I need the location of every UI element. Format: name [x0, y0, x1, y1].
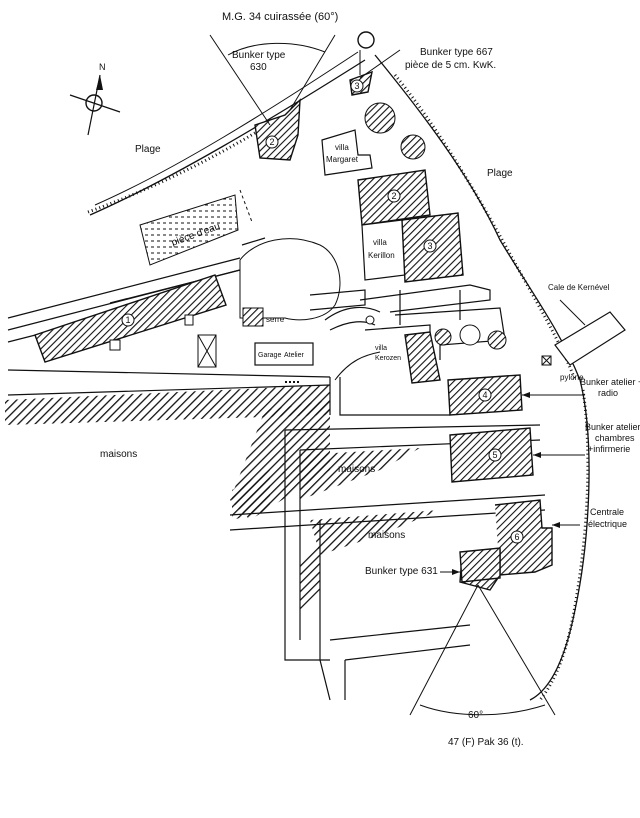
villa-kerozen-building — [404, 331, 441, 384]
svg-text:1: 1 — [125, 315, 130, 325]
piece-deau-garden — [139, 194, 239, 266]
bunker-667-label-2: pièce de 5 cm. KwK. — [405, 60, 496, 71]
villa-kerillon-label-1: villa — [373, 238, 387, 247]
svg-text:3: 3 — [354, 81, 359, 91]
marker-2a: 2 — [265, 135, 279, 149]
bunker-667-label-1: Bunker type 667 — [420, 47, 493, 58]
villa-margaret-label-1: villa — [335, 143, 349, 152]
houses-hatching — [5, 385, 440, 610]
bunker-chambres-label-2: chambres — [595, 433, 635, 443]
maisons-mid2-label: maisons — [368, 530, 405, 541]
svg-text:4: 4 — [482, 390, 487, 400]
driveway — [324, 306, 381, 331]
page-title: M.G. 34 cuirassée (60°) — [222, 11, 338, 23]
bunker-chambres-label-1: Bunker atelier — [585, 422, 640, 432]
plage-left-label: Plage — [135, 144, 161, 155]
marker-3a: 3 — [350, 79, 364, 93]
villa-kerillon-label-2: Kerillon — [368, 251, 395, 260]
serre-label: serre — [266, 315, 285, 324]
garage-atelier-building — [254, 342, 314, 366]
bunker-radio-label-1: Bunker atelier + — [580, 377, 640, 387]
angle-60-label: 60° — [468, 710, 483, 721]
marker-5: 5 — [488, 448, 502, 462]
bunker-630 — [254, 98, 301, 161]
marker-4: 4 — [478, 388, 492, 402]
maisons-mid1-label: maisons — [338, 464, 375, 475]
serre-building — [242, 307, 264, 327]
bunker-radio-label-2: radio — [598, 388, 618, 398]
svg-text:3: 3 — [427, 241, 432, 251]
park-area — [239, 238, 341, 321]
villa-kerozen-label-1: villa — [375, 345, 387, 352]
centrale-label-2: électrique — [588, 519, 627, 529]
shoreline — [87, 51, 590, 701]
bunker-631 — [459, 547, 501, 583]
marker-1: 1 — [121, 313, 135, 327]
svg-text:N: N — [99, 62, 106, 72]
centrale-label-1: Centrale — [590, 507, 624, 517]
villa-margaret-label-2: Margaret — [326, 155, 359, 164]
marker-2b: 2 — [387, 189, 401, 203]
cale-label: Cale de Kernével — [548, 283, 610, 292]
pylone — [541, 355, 552, 366]
svg-text:2: 2 — [269, 137, 274, 147]
villa-margaret — [321, 129, 373, 176]
svg-text:2: 2 — [391, 191, 396, 201]
villa-kerillon — [361, 219, 406, 281]
svg-text:5: 5 — [492, 450, 497, 460]
pylone-label: pylone — [560, 373, 584, 382]
garage-label: Garage — [258, 352, 281, 359]
cale-kernevel — [554, 311, 626, 366]
bunker-630-label-1: Bunker type — [232, 50, 286, 61]
atelier-label: Atelier — [284, 352, 305, 359]
shed-x — [197, 334, 217, 368]
bunker-631-label: Bunker type 631 — [365, 566, 438, 577]
bunker-630-label-2: 630 — [250, 62, 267, 73]
plage-right-label: Plage — [487, 168, 513, 179]
maisons-left-label: maisons — [100, 449, 137, 460]
marker-3b: 3 — [423, 239, 437, 253]
pak-label: 47 (F) Pak 36 (t). — [448, 737, 524, 748]
bunker-chambres-label-3: +infirmerie — [588, 444, 630, 454]
marker-6: 6 — [510, 530, 524, 544]
trees — [364, 102, 507, 350]
svg-text:6: 6 — [514, 532, 519, 542]
north-arrow-icon: N — [69, 62, 121, 136]
villa-kerozen-label-2: Kerozen — [375, 355, 401, 362]
